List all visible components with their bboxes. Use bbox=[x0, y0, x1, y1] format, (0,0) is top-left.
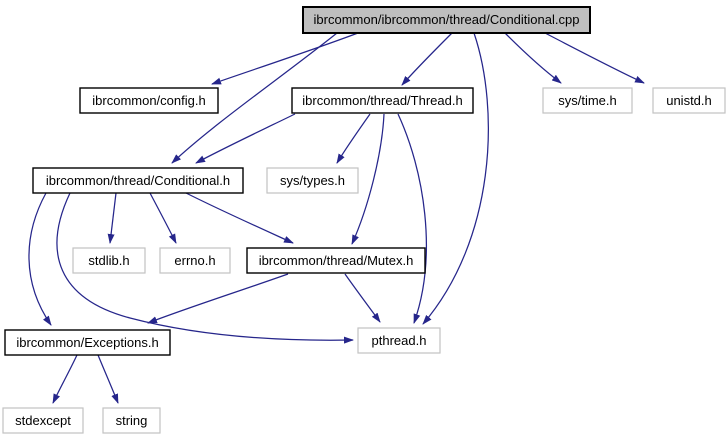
node-box[interactable] bbox=[291, 87, 474, 114]
node-label: stdexcept bbox=[15, 413, 71, 428]
edge-exceptions-h-to-string bbox=[97, 354, 119, 404]
node-sys-types-h: sys/types.h bbox=[266, 167, 359, 194]
edges bbox=[28, 32, 645, 404]
node-errno-h: errno.h bbox=[159, 247, 231, 274]
edge-conditional-cpp-to-config-h bbox=[211, 32, 359, 85]
edge-conditional-cpp-to-pthread-h bbox=[422, 32, 489, 325]
node-label: ibrcommon/thread/Mutex.h bbox=[259, 253, 414, 268]
node-box bbox=[72, 247, 146, 274]
node-string: string bbox=[102, 407, 161, 434]
node-sys-time-h: sys/time.h bbox=[542, 87, 633, 114]
node-config-h[interactable]: ibrcommon/config.h bbox=[79, 87, 219, 114]
edge-mutex-h-to-pthread-h bbox=[344, 273, 381, 323]
node-box bbox=[652, 87, 726, 114]
node-label: pthread.h bbox=[372, 333, 427, 348]
node-exceptions-h[interactable]: ibrcommon/Exceptions.h bbox=[4, 329, 171, 356]
node-label: ibrcommon/ibrcommon/thread/Conditional.c… bbox=[314, 12, 580, 27]
edge-thread-h-to-sys-types-h bbox=[336, 113, 371, 164]
edge-conditional-cpp-to-conditional-h bbox=[171, 32, 338, 164]
node-mutex-h[interactable]: ibrcommon/thread/Mutex.h bbox=[246, 247, 426, 274]
node-conditional-cpp: ibrcommon/ibrcommon/thread/Conditional.c… bbox=[302, 6, 591, 34]
node-label: ibrcommon/thread/Thread.h bbox=[302, 93, 462, 108]
node-box bbox=[357, 327, 441, 354]
edge-thread-h-to-conditional-h bbox=[195, 113, 296, 164]
edge-conditional-h-to-errno-h bbox=[149, 192, 177, 244]
edge-conditional-h-to-mutex-h bbox=[185, 192, 294, 244]
nodes: ibrcommon/ibrcommon/thread/Conditional.c… bbox=[2, 6, 726, 434]
edge-conditional-h-to-pthread-h bbox=[56, 192, 354, 344]
node-label: stdlib.h bbox=[88, 253, 129, 268]
node-label: ibrcommon/Exceptions.h bbox=[16, 335, 158, 350]
node-label: string bbox=[116, 413, 148, 428]
node-conditional-h[interactable]: ibrcommon/thread/Conditional.h bbox=[32, 167, 244, 194]
node-label: errno.h bbox=[174, 253, 215, 268]
node-stdexcept: stdexcept bbox=[2, 407, 84, 434]
edge-exceptions-h-to-stdexcept bbox=[52, 354, 78, 404]
node-box bbox=[542, 87, 633, 114]
node-thread-h[interactable]: ibrcommon/thread/Thread.h bbox=[291, 87, 474, 114]
node-box[interactable] bbox=[32, 167, 244, 194]
node-stdlib-h: stdlib.h bbox=[72, 247, 146, 274]
edge-conditional-h-to-exceptions-h bbox=[28, 192, 52, 326]
edge-thread-h-to-pthread-h bbox=[397, 113, 427, 324]
edge-conditional-h-to-stdlib-h bbox=[107, 192, 117, 244]
node-label: sys/types.h bbox=[280, 173, 345, 188]
node-label: ibrcommon/config.h bbox=[92, 93, 205, 108]
node-pthread-h: pthread.h bbox=[357, 327, 441, 354]
node-box bbox=[2, 407, 84, 434]
edge-mutex-h-to-exceptions-h bbox=[147, 273, 289, 324]
node-box[interactable] bbox=[79, 87, 219, 114]
edge-conditional-cpp-to-unistd-h bbox=[544, 32, 645, 84]
node-unistd-h: unistd.h bbox=[652, 87, 726, 114]
edge-conditional-cpp-to-sys-time-h bbox=[504, 32, 562, 84]
node-label: sys/time.h bbox=[558, 93, 617, 108]
node-label: unistd.h bbox=[666, 93, 712, 108]
edge-thread-h-to-mutex-h bbox=[351, 113, 385, 245]
node-label: ibrcommon/thread/Conditional.h bbox=[46, 173, 230, 188]
node-box[interactable] bbox=[246, 247, 426, 274]
node-box bbox=[266, 167, 359, 194]
node-box bbox=[159, 247, 231, 274]
node-box bbox=[102, 407, 161, 434]
node-box bbox=[302, 6, 591, 34]
node-box[interactable] bbox=[4, 329, 171, 356]
edge-conditional-cpp-to-thread-h bbox=[401, 32, 453, 86]
